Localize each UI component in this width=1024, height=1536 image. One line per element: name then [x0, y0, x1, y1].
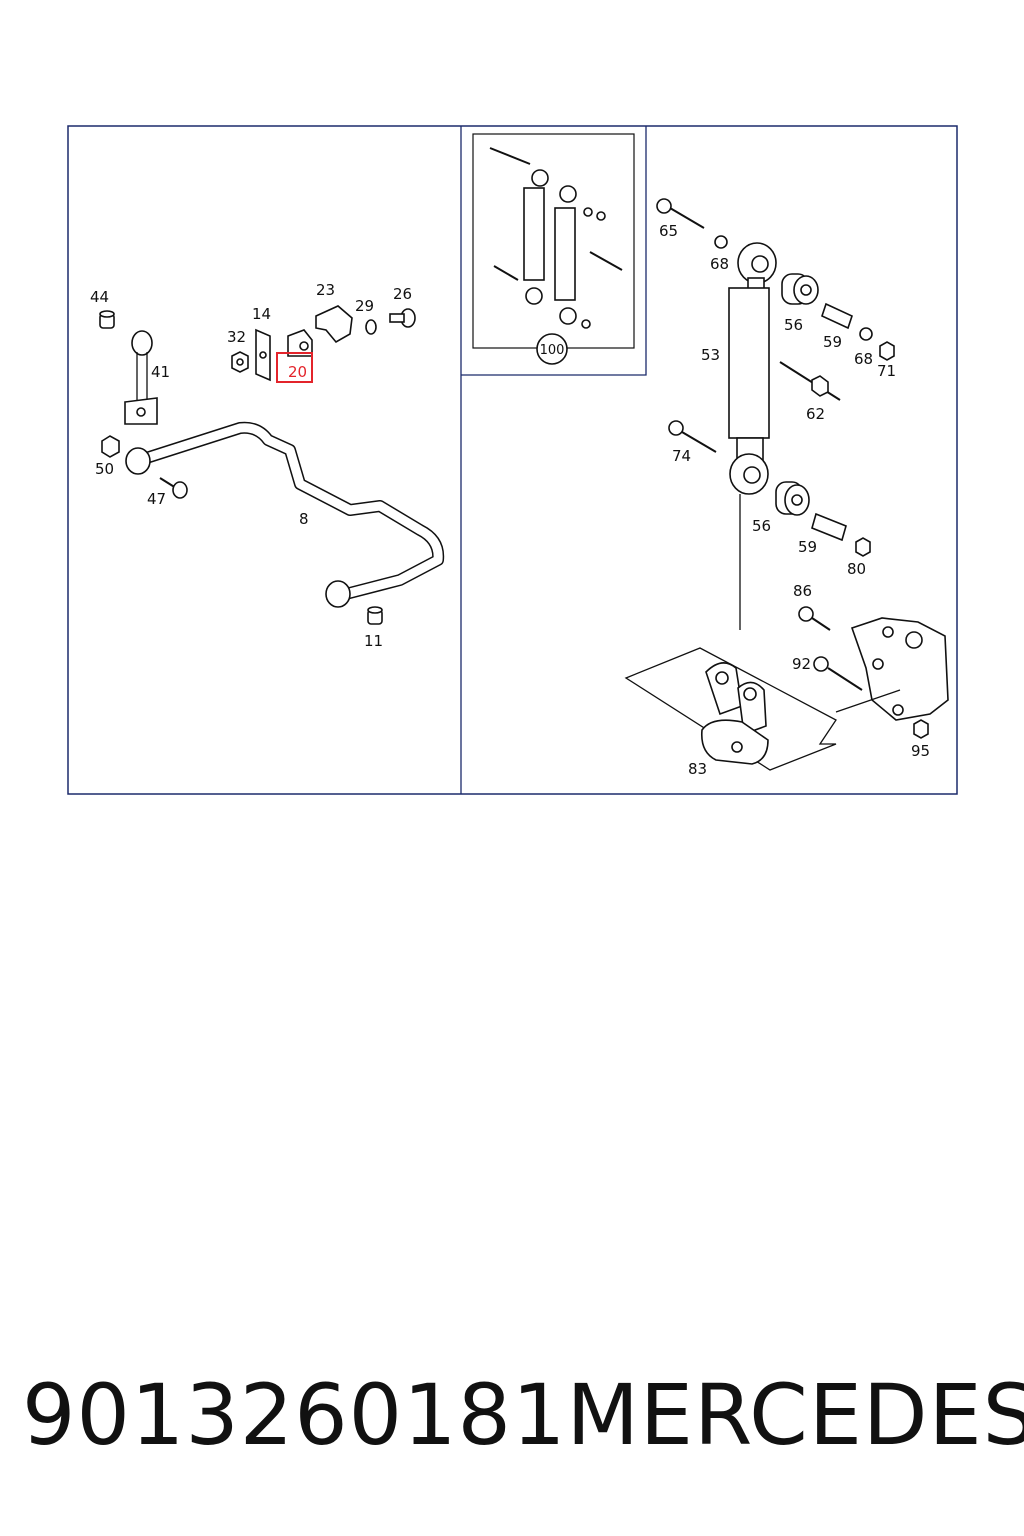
callout-74: 74 [672, 447, 691, 465]
bolt-47 [159, 477, 188, 499]
nut-71 [879, 341, 895, 361]
callout-47: 47 [147, 490, 166, 508]
sleeve-59-bottom [811, 512, 847, 542]
callout-92: 92 [792, 655, 811, 673]
bolt-26 [389, 308, 416, 328]
callout-56-bottom: 56 [752, 517, 771, 535]
callout-23: 23 [316, 281, 335, 299]
exploded-view: 44 41 14 32 20 23 29 26 50 47 8 11 100 6… [67, 125, 958, 795]
callout-44: 44 [90, 288, 109, 306]
callout-83: 83 [688, 760, 707, 778]
inset-shock-pair [489, 147, 623, 329]
bracket-83 [700, 662, 769, 765]
washer-68-right [859, 327, 873, 341]
inset-box [472, 133, 635, 349]
callout-59-bottom: 59 [798, 538, 817, 556]
washer-68-top [714, 235, 728, 249]
nut-32 [231, 351, 249, 373]
callout-14: 14 [252, 305, 271, 323]
callout-20: 20 [288, 363, 307, 381]
callout-53: 53 [701, 346, 720, 364]
callout-71: 71 [877, 362, 896, 380]
callout-68-top: 68 [710, 255, 729, 273]
axle-housing-95 [835, 617, 949, 739]
mounting-plane [624, 647, 837, 771]
callout-100: 100 [540, 343, 565, 358]
bar-end-right [325, 580, 351, 608]
callout-26: 26 [393, 285, 412, 303]
bolt-86 [798, 606, 831, 631]
callout-41: 41 [151, 363, 170, 381]
link-41 [124, 330, 158, 425]
callout-59-top: 59 [823, 333, 842, 351]
nut-11 [367, 606, 383, 625]
callout-56-top: 56 [784, 316, 803, 334]
callout-29: 29 [355, 297, 374, 315]
inset-frame [461, 126, 647, 376]
callout-62: 62 [806, 405, 825, 423]
footer: 9013260181 MERCEDES [0, 1360, 1024, 1470]
brand-name: MERCEDES [566, 1366, 1024, 1464]
callout-95: 95 [911, 742, 930, 760]
highlight-box [276, 352, 313, 383]
bolt-74 [668, 420, 717, 453]
stud-62 [779, 361, 841, 401]
callout-32: 32 [227, 328, 246, 346]
callout-86: 86 [793, 582, 812, 600]
callout-65: 65 [659, 222, 678, 240]
shock-absorber-53 [728, 242, 777, 630]
bushing-56-top [781, 273, 819, 305]
bolt-92 [813, 656, 863, 691]
callout-50: 50 [95, 460, 114, 478]
callout-80: 80 [847, 560, 866, 578]
nut-50 [101, 435, 120, 458]
callout-68-right: 68 [854, 350, 873, 368]
nut-80 [855, 537, 871, 557]
sleeve-59-top [821, 302, 853, 330]
outer-frame [67, 125, 958, 795]
parts-diagram: 44 41 14 32 20 23 29 26 50 47 8 11 100 6… [67, 125, 958, 795]
clamp-23 [315, 305, 353, 344]
washer-29 [365, 319, 377, 335]
bar-end-left [125, 447, 151, 475]
callout-11: 11 [364, 632, 383, 650]
callout-8: 8 [299, 510, 309, 528]
bolt-65 [656, 198, 705, 229]
nut-44 [99, 310, 115, 329]
part-number: 9013260181 [22, 1366, 567, 1464]
bushing-56-bottom [775, 481, 810, 516]
inset-callout-100 [536, 333, 568, 365]
